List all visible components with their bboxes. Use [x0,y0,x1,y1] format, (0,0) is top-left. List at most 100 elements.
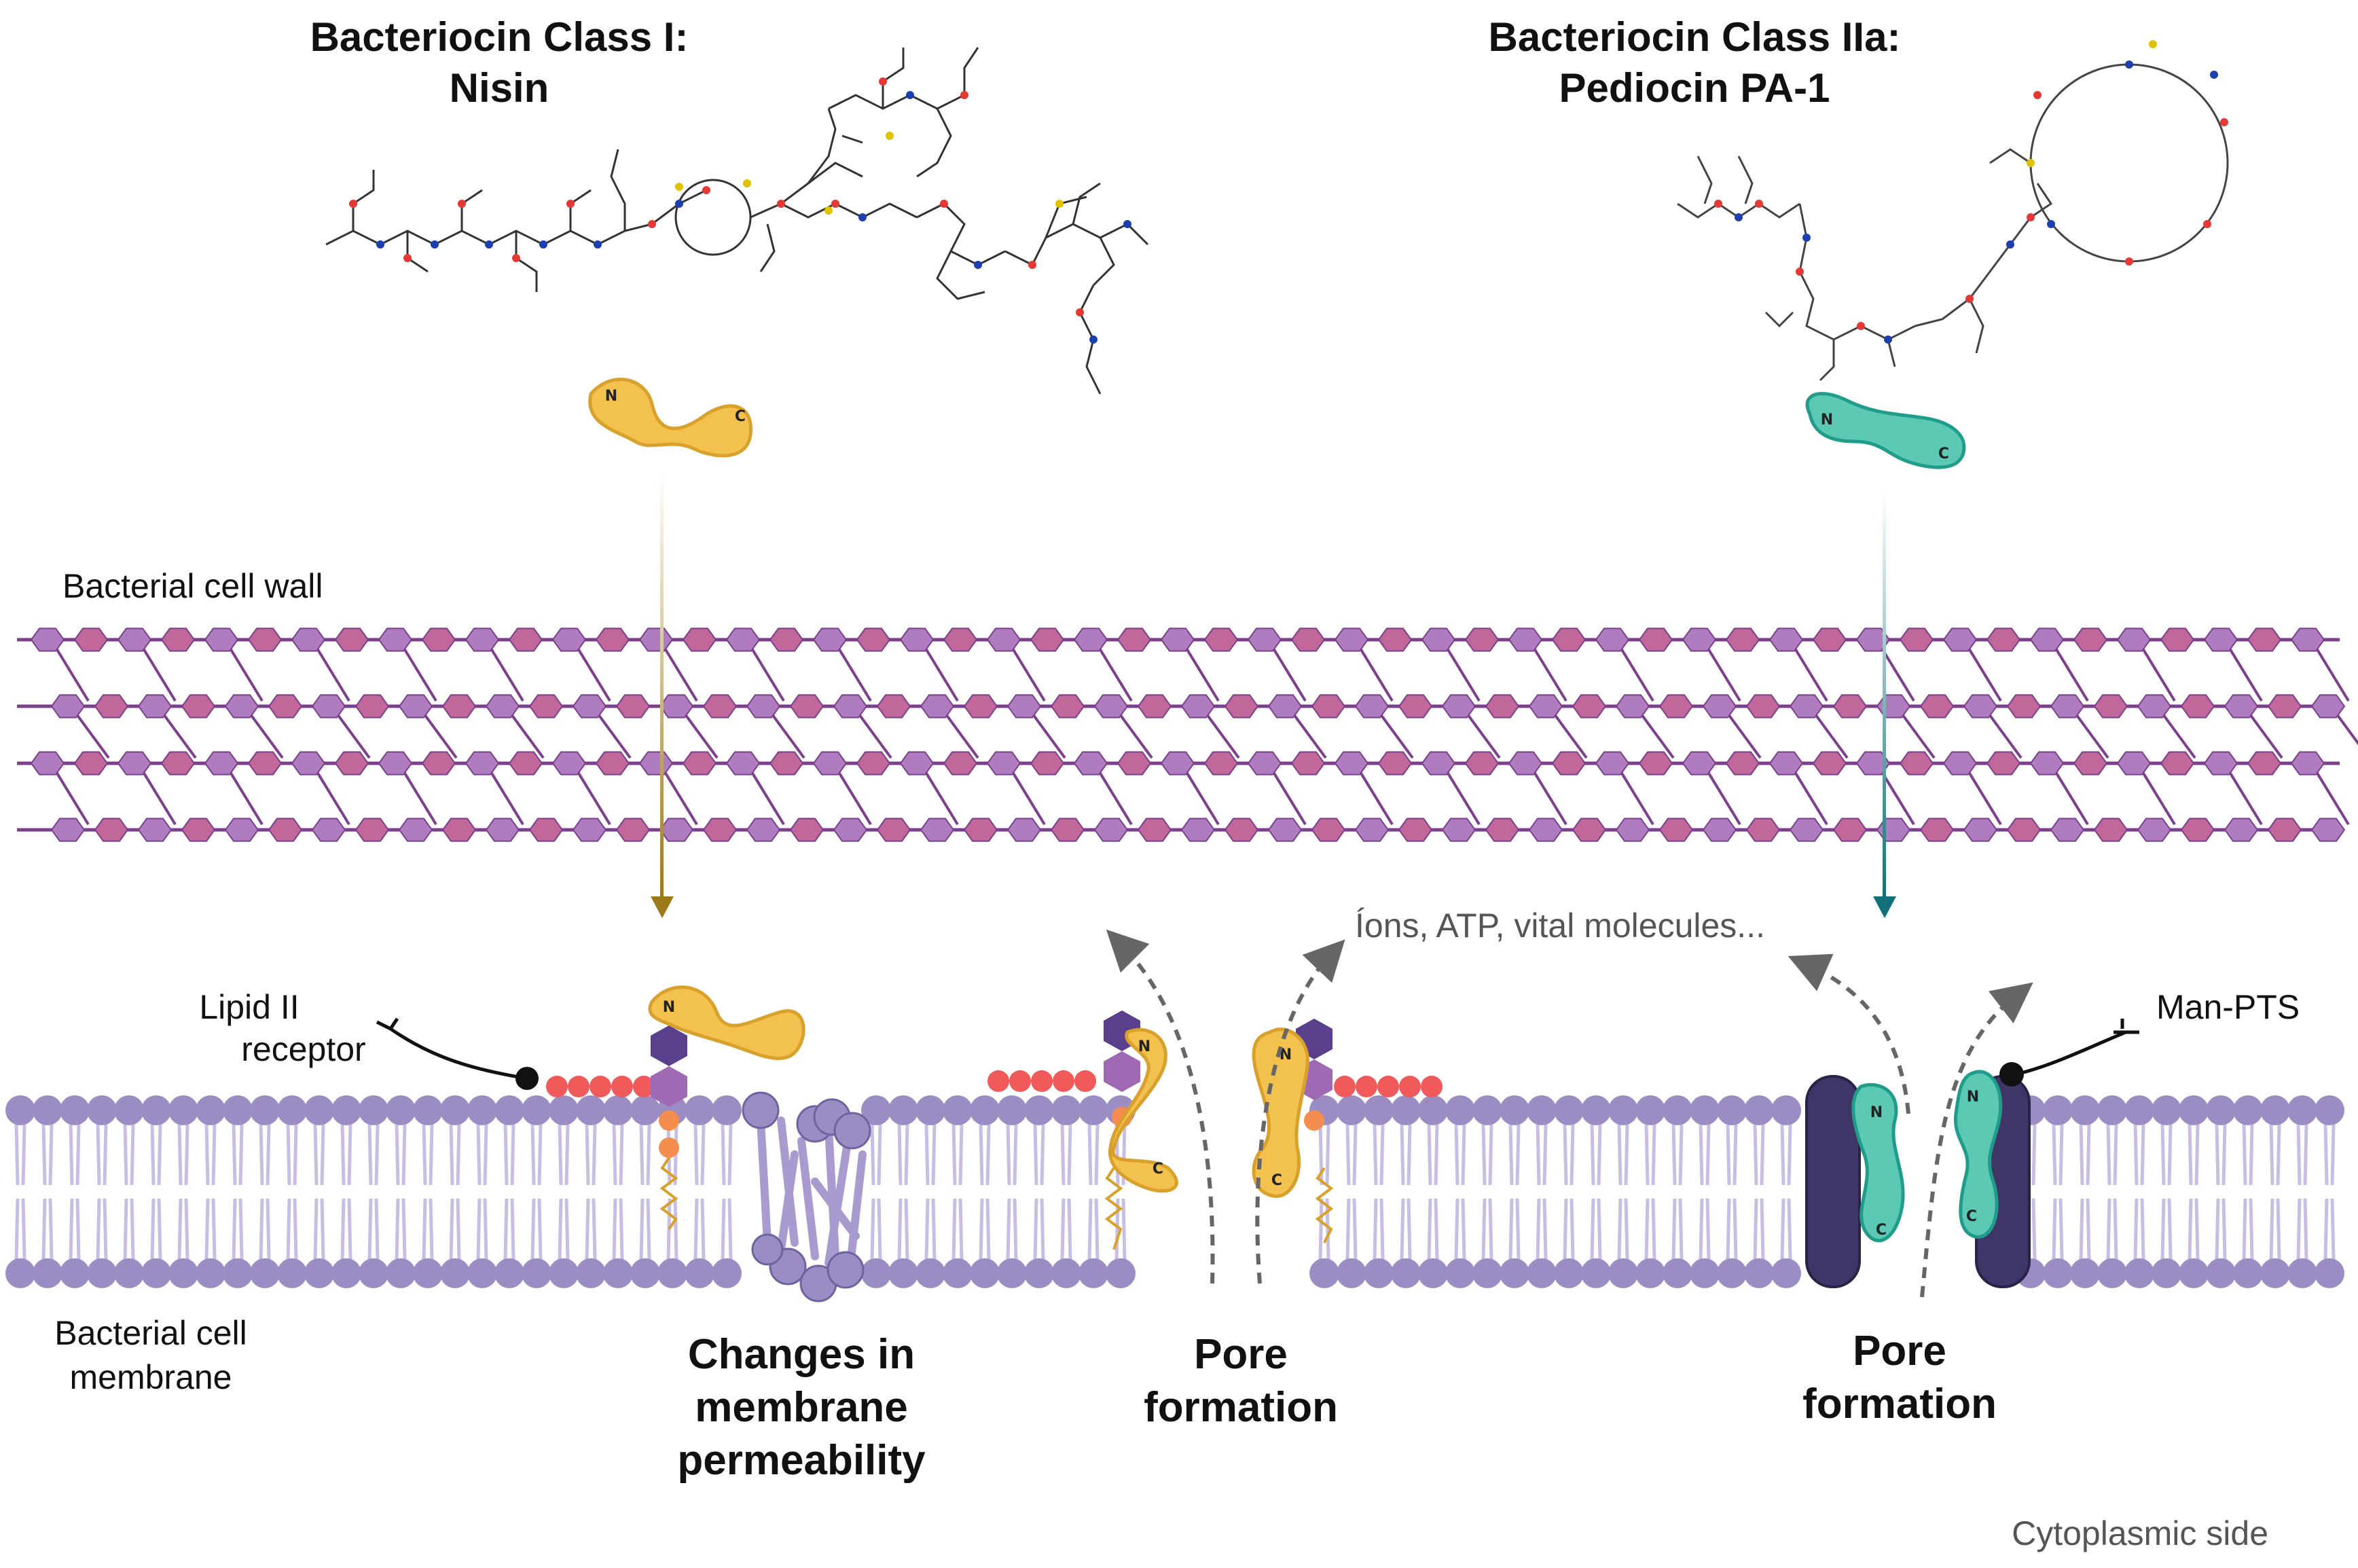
phospholipid-head [2233,1258,2263,1288]
peptidoglycan-unit [2290,627,2325,652]
peptidoglycan-unit [2180,818,2215,842]
peptidoglycan-unit [1789,818,1824,842]
peptidoglycan-unit [1160,627,1195,652]
peptidoglycan-unit [920,818,955,842]
peptidoglycan-unit [1267,694,1303,718]
phospholipid-head [1554,1095,1584,1125]
phospholipid-head [1690,1258,1720,1288]
phospholipid-head [277,1258,307,1288]
peptidoglycan-unit [441,694,477,718]
peptidoglycan-unit [1658,818,1694,842]
peptidoglycan-unit [1528,694,1563,718]
peptidoglycan-unit [1919,694,1955,718]
peptidoglycan-unit [398,818,433,842]
nisin-pore1-n: N [1138,1038,1150,1055]
efflux-arrows [1106,929,2033,1298]
peptidoglycan-unit [1745,694,1781,718]
peptidoglycan-unit [291,627,326,652]
peptidoglycan-unit [986,627,1021,652]
membrane-disruption [742,1091,871,1302]
peptidoglycan-unit [2267,818,2302,842]
phospholipid-head [196,1095,225,1125]
phospholipid-head [712,1258,742,1288]
man-pts-receptor-1: N C [1805,1075,1905,1288]
phospholipid-head [1364,1095,1394,1125]
phospholipid-head [1500,1095,1529,1125]
peptidoglycan-unit [50,694,86,718]
phospholipid-head [549,1095,579,1125]
peptidoglycan-unit [485,694,520,718]
peptidoglycan-unit [1137,694,1172,718]
peptidoglycan-unit [247,751,283,776]
peptidoglycan-unit [1290,627,1326,652]
peptidoglycan-unit [1528,818,1563,842]
peptidoglycan-unit [2310,818,2346,842]
phospholipid-head [915,1095,945,1125]
peptidoglycan-unit [1702,818,1737,842]
peptidoglycan-unit [1876,694,1911,718]
phospholipid-head [2260,1258,2290,1288]
peptidoglycan-unit [1768,751,1804,776]
peptidoglycan-unit [355,818,390,842]
peptidoglycan-unit [1572,818,1607,842]
phospholipid-head [1717,1095,1747,1125]
phospholipid-head [1309,1258,1339,1288]
phospholipid-head [1472,1258,1502,1288]
man-pts-label: Man-PTS [2156,988,2300,1026]
nisin-bound-n: N [663,999,675,1016]
phospholipid-head [413,1095,443,1125]
peptidoglycan-unit [812,627,848,652]
peptidoglycan-unit [1919,818,1955,842]
peptidoglycan-unit [1398,694,1433,718]
peptidoglycan-unit [2137,694,2172,718]
peptidoglycan-unit [1725,627,1760,652]
peptidoglycan-unit [833,694,868,718]
phospholipid-head [494,1095,524,1125]
peptidoglycan-unit [1638,751,1673,776]
peptidoglycan-unit [1768,627,1804,652]
phospholipid-head [1663,1095,1692,1125]
peptidoglycan-unit [2137,818,2172,842]
peptidoglycan-unit [1117,751,1152,776]
peptidoglycan-unit [725,627,761,652]
peptidoglycan-unit [789,694,824,718]
peptidoglycan-unit [1485,818,1520,842]
membrane-label-line1: Bacterial cell [54,1314,247,1352]
phospholipid-head [1024,1095,1054,1125]
peptidoglycan-unit [117,751,152,776]
peptidoglycan-unit [920,694,955,718]
phospholipid-head [522,1095,551,1125]
phospholipid-head [304,1258,334,1288]
peptidoglycan-unit [137,694,173,718]
peptidoglycan-unit [1050,694,1085,718]
phospholipid-head [603,1095,633,1125]
peptidoglycan-unit [1832,818,1868,842]
phospholipid-head [2152,1095,2181,1125]
pediocin-title-line2: Pediocin PA-1 [1559,65,1830,111]
pediocin-c-terminus: C [1938,445,1949,462]
nisin-title-line2: Nisin [450,65,549,111]
pore1-label-line1: Pore [1194,1331,1288,1378]
phospholipid-head [60,1258,90,1288]
peptidoglycan-unit [1311,818,1346,842]
peptidoglycan-unit [1354,818,1390,842]
lipid-ii-label-line2: receptor [241,1030,365,1068]
phospholipid-head [1635,1258,1665,1288]
cell-wall-label: Bacterial cell wall [62,567,323,605]
peptidoglycan-unit [1789,694,1824,718]
phospholipid-head [386,1258,416,1288]
peptidoglycan-unit [659,694,694,718]
peptidoglycan-unit [485,818,520,842]
phospholipid-head [1581,1095,1611,1125]
phospholipid-head [1078,1258,1108,1288]
peptidoglycan-unit [833,818,868,842]
membrane-label-line2: membrane [70,1358,232,1396]
nisin-arrow [651,469,674,918]
peptidoglycan-unit [1224,694,1259,718]
lipid-ii-label-line1: Lipid II [199,988,299,1026]
peptidoglycan-unit [1073,751,1108,776]
phospholipid-head [1337,1095,1366,1125]
nisin-pore2-n: N [1280,1046,1292,1063]
peptidoglycan-unit [1290,751,1326,776]
